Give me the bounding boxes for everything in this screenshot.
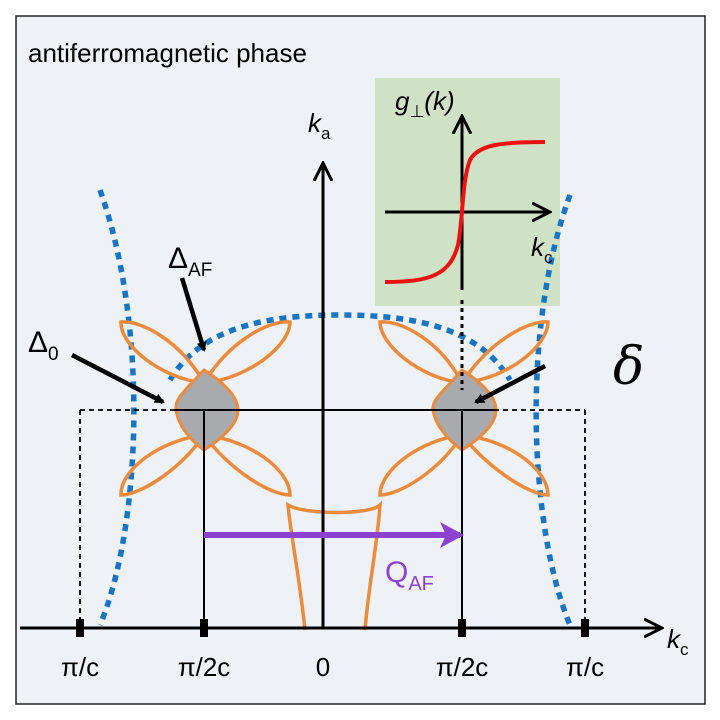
inset-xlabel: kc [531, 232, 553, 267]
diagram-background [15, 15, 706, 705]
gap-petals-left [119, 320, 292, 497]
inset-ylabel: g⊥(k) [395, 86, 455, 121]
x-tick-labels: π/c π/2c 0 π/2c π/c [61, 652, 604, 682]
fermi-arc-top [167, 312, 513, 382]
delta-af-label: ΔAF [168, 242, 212, 281]
kc-axis-label: kc [667, 624, 689, 659]
label-pointers [70, 277, 547, 404]
ka-axis-label: ka [308, 108, 331, 143]
x-tick-label: π/2c [436, 652, 489, 682]
delta-0-pointer [70, 353, 165, 404]
solid-guides [175, 409, 495, 628]
inset-plot: g⊥(k) kc [384, 86, 553, 290]
central-branches [285, 500, 383, 631]
x-ticks [76, 619, 589, 637]
delta-label: δ [613, 337, 644, 397]
inset-curve [384, 140, 546, 284]
q-af-label: QAF [385, 556, 434, 595]
diagram-title: antiferromagnetic phase [28, 38, 307, 68]
fermi-arcs [97, 189, 573, 627]
fermi-arc-left-outer [97, 189, 137, 627]
x-tick-label: π/c [61, 652, 99, 682]
delta-0-label: Δ0 [28, 326, 59, 365]
fermi-arc-right-outer [533, 194, 573, 627]
x-tick-label: π/2c [178, 652, 231, 682]
gap-petals-right [378, 320, 550, 497]
x-tick-mark [458, 619, 466, 637]
x-tick-mark [200, 619, 208, 637]
x-tick-label: π/c [566, 652, 604, 682]
delta-af-pointer [179, 277, 207, 352]
x-tick-label: 0 [316, 652, 330, 682]
x-tick-mark [76, 619, 84, 637]
x-tick-mark [581, 619, 589, 637]
delta-pointer [474, 364, 547, 404]
